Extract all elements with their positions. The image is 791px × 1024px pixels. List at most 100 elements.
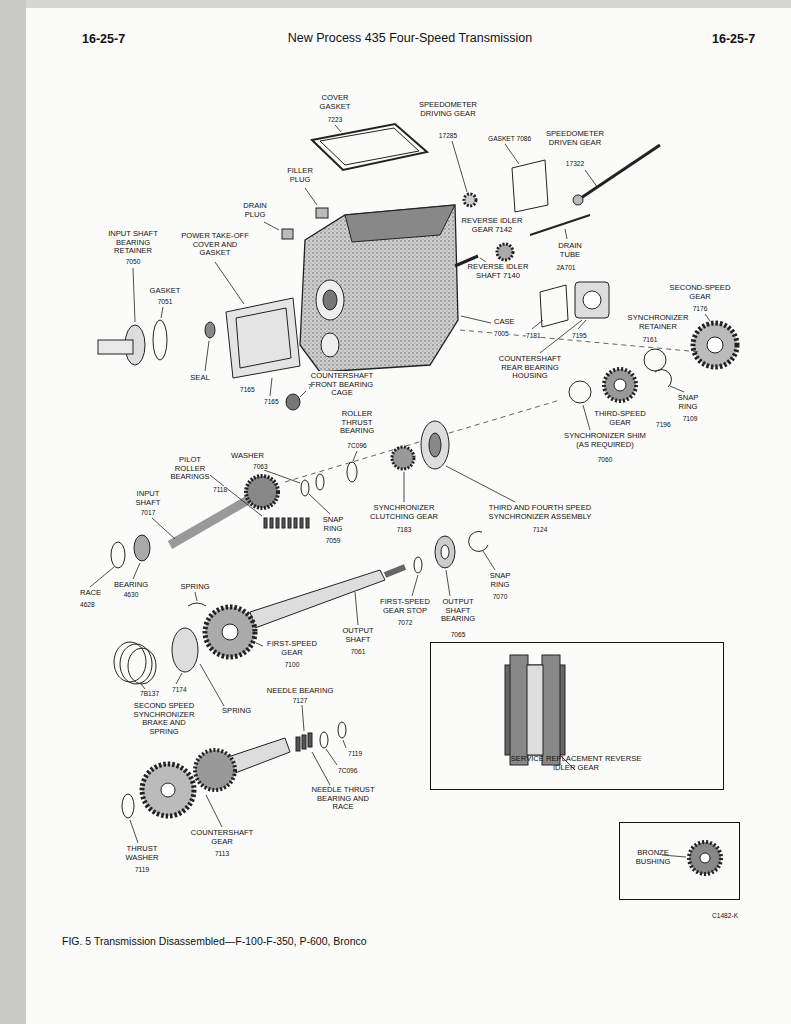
callout-number-text: 7181 — [526, 332, 541, 339]
callout-number: 7181 — [526, 332, 541, 339]
label-text: WASHER — [231, 451, 264, 460]
part-label: SNAP RING — [672, 394, 704, 411]
callout-number: 7124 — [525, 526, 555, 533]
part-label: POWER TAKE-OFF COVER AND GASKET — [177, 232, 253, 258]
callout-number: 7196 — [656, 421, 671, 428]
callout-number-text: 7050 — [126, 258, 141, 265]
part-label: ROLLER THRUST BEARING — [335, 410, 379, 436]
callout-number: 7060 — [590, 456, 620, 463]
part-label: COUNTERSHAFT REAR BEARING HOUSING — [496, 355, 564, 381]
callout-number-text: 7176 — [693, 305, 708, 312]
callout-number: 7174 — [172, 686, 187, 693]
label-text: SPEEDOMETER DRIVEN GEAR — [546, 129, 604, 147]
callout-number-text: 7017 — [141, 509, 156, 516]
part-label: GASKET — [145, 287, 185, 296]
label-text: NEEDLE THRUST BEARING AND RACE — [311, 785, 374, 811]
part-label: NEEDLE BEARING — [262, 687, 338, 696]
callout-number-text: 7005 — [494, 330, 509, 337]
callout-number: 7050 — [118, 258, 148, 265]
part-label: INPUT SHAFT BEARING RETAINER — [103, 230, 163, 256]
part-label: CASE — [494, 318, 515, 327]
label-text: OUTPUT SHAFT — [342, 626, 373, 644]
label-text: 16-25-7 — [82, 32, 125, 46]
part-label: SPEEDOMETER DRIVING GEAR — [417, 101, 479, 118]
part-label: WASHER — [231, 452, 264, 461]
label-text: FIRST-SPEED GEAR STOP — [380, 597, 430, 615]
label-text: SYNCHRONIZER SHIM (AS REQUIRED) — [564, 431, 646, 449]
callout-number-text: 7109 — [683, 415, 698, 422]
part-label: SYNCHRONIZER SHIM (AS REQUIRED) — [561, 432, 649, 449]
callout-number-text: 7183 — [397, 526, 412, 533]
callout-number: 7165 — [264, 398, 279, 405]
callout-number-text: GASKET 7086 — [488, 135, 531, 142]
label-text: COVER GASKET — [320, 93, 351, 111]
callout-number: 7005 — [494, 330, 509, 337]
label-text: FIRST-SPEED GEAR — [267, 639, 317, 657]
callout-number: 7065 — [443, 631, 473, 638]
part-label: FIRST-SPEED GEAR — [264, 640, 320, 657]
callout-number-text: 7059 — [326, 537, 341, 544]
callout-number: 7C096 — [338, 767, 357, 774]
callout-number-text: 7070 — [493, 593, 508, 600]
callout-number-text: 7C096 — [338, 767, 357, 774]
label-text: THIRD AND FOURTH SPEED SYNCHRONIZER ASSE… — [489, 503, 592, 521]
callout-number: 7127 — [285, 697, 315, 704]
page-title: New Process 435 Four-Speed Transmission — [250, 31, 570, 45]
label-text: BEARING — [114, 580, 148, 589]
callout-number-text: 4630 — [124, 591, 139, 598]
part-label: DRAIN PLUG — [235, 202, 275, 219]
callout-number-text: 4628 — [80, 601, 95, 608]
part-label: FIRST-SPEED GEAR STOP — [377, 598, 433, 615]
callout-number-text: 17322 — [566, 160, 584, 167]
part-label: BEARING — [111, 581, 151, 590]
callout-number: 2A701 — [551, 264, 581, 271]
callout-number: 7118 — [213, 486, 227, 493]
part-label: DRAIN TUBE — [553, 242, 587, 259]
figure-caption: FIG. 5 Transmission Disassembled—F-100-F… — [62, 935, 367, 947]
callout-number: 7176 — [685, 305, 715, 312]
part-label: NEEDLE THRUST BEARING AND RACE — [310, 786, 376, 812]
inset-caption: BRONZE BUSHING — [626, 849, 680, 866]
callout-number-text: 7B137 — [140, 690, 159, 697]
callout-number: 7059 — [318, 537, 348, 544]
part-label: REVERSE IDLER SHAFT 7140 — [463, 263, 533, 280]
callout-number-text: C1482-K — [712, 912, 738, 919]
label-text: SPEEDOMETER DRIVING GEAR — [419, 100, 477, 118]
label-text: SEAL — [190, 373, 209, 382]
label-text: CASE — [494, 317, 515, 326]
callout-number-text: 7065 — [451, 631, 466, 638]
part-label: THIRD AND FOURTH SPEED SYNCHRONIZER ASSE… — [483, 504, 597, 521]
callout-number-text: 7118 — [213, 486, 227, 493]
callout-number: 7195 — [572, 332, 587, 339]
callout-number: 7C096 — [342, 442, 372, 449]
part-label: SPRING — [175, 583, 215, 592]
callout-number-text: 7060 — [598, 456, 613, 463]
label-text: SECOND-SPEED GEAR — [670, 283, 731, 301]
callout-number-text: 7113 — [215, 850, 229, 857]
label-text: THRUST WASHER — [125, 844, 158, 862]
callout-number-text: 7223 — [328, 116, 343, 123]
callout-number: 7070 — [485, 593, 515, 600]
label-text: COUNTERSHAFT FRONT BEARING CAGE — [311, 371, 373, 397]
label-text: FILLER PLUG — [287, 166, 313, 184]
label-text: COUNTERSHAFT REAR BEARING HOUSING — [499, 354, 561, 380]
label-text: COUNTERSHAFT GEAR — [191, 828, 253, 846]
label-text: ROLLER THRUST BEARING — [340, 409, 374, 435]
label-text: INPUT SHAFT BEARING RETAINER — [108, 229, 158, 255]
label-text: DRAIN PLUG — [243, 201, 267, 219]
callout-number: 7061 — [343, 648, 373, 655]
label-text: SYNCHRONIZER CLUTCHING GEAR — [370, 503, 438, 521]
callout-number: 7165 — [240, 386, 255, 393]
part-label: INPUT SHAFT — [131, 490, 165, 507]
callout-number-text: 17285 — [439, 132, 457, 139]
part-label: THRUST WASHER — [122, 845, 162, 862]
callout-number-text: 7100 — [285, 661, 300, 668]
inset-caption: SERVICE REPLACEMENT REVERSE IDLER GEAR — [501, 755, 651, 772]
callout-number: GASKET 7086 — [488, 135, 531, 142]
callout-number: 7223 — [320, 116, 350, 123]
part-label: COUNTERSHAFT FRONT BEARING CAGE — [307, 372, 377, 398]
part-label: SPRING — [222, 707, 251, 716]
label-text: SNAP RING — [323, 515, 344, 533]
callout-number: 7119 — [127, 866, 157, 873]
label-text: 16-25-7 — [712, 32, 755, 46]
